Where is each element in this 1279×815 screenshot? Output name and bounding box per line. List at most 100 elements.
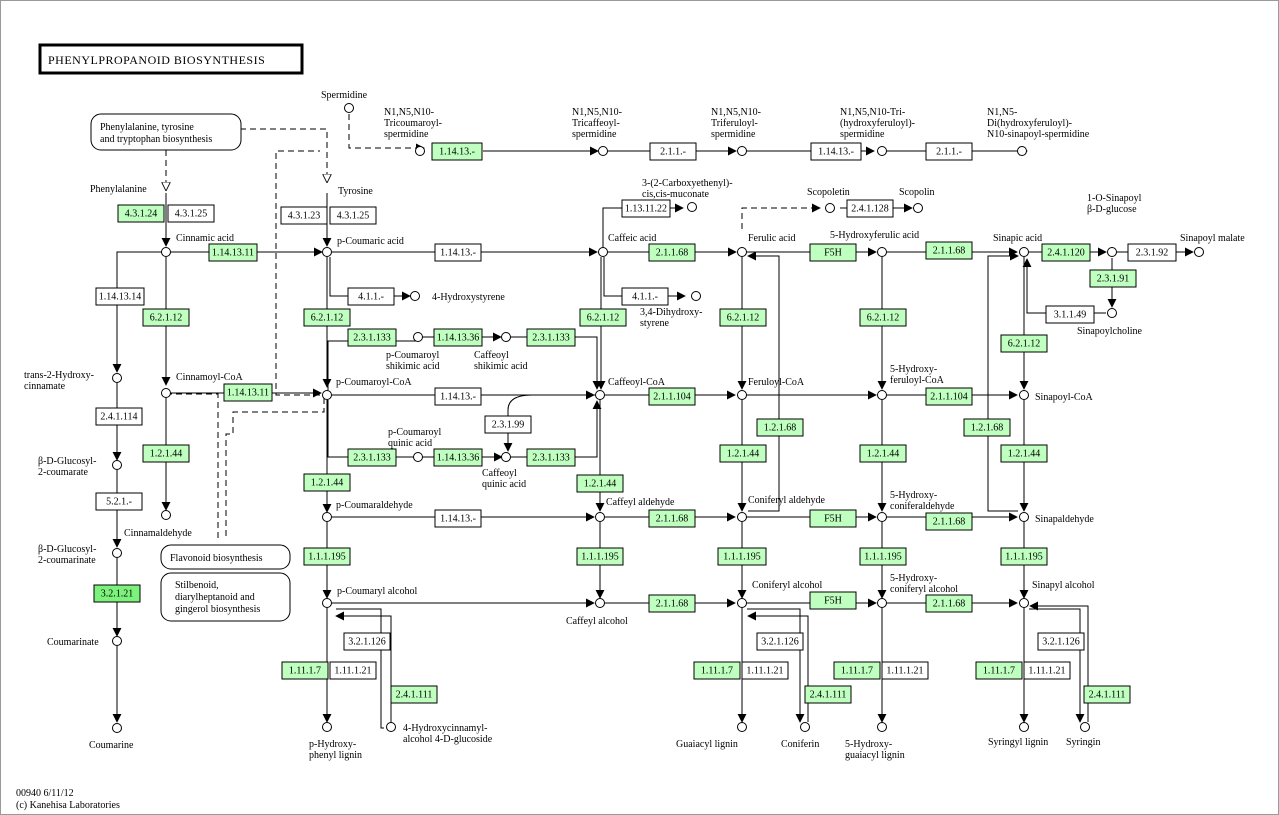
enzyme-box-e13[interactable]: 2.1.1.68 (925, 241, 973, 260)
enzyme-box-e50[interactable]: 1.14.13.- (434, 509, 482, 528)
compound-node-pca[interactable] (322, 247, 332, 257)
compound-node-caf[interactable] (598, 247, 608, 257)
enzyme-box-e02[interactable]: 4.3.1.25 (167, 204, 215, 223)
map-flav-box[interactable]: Flavonoid biosynthesis (160, 544, 291, 570)
enzyme-box-e75[interactable]: 2.4.1.111 (804, 685, 852, 704)
enzyme-box-e68[interactable]: 1.11.1.7 (693, 661, 741, 680)
compound-node-pcq[interactable] (413, 452, 423, 462)
compound-node-ccm[interactable] (687, 202, 697, 212)
compound-node-sma[interactable] (1194, 247, 1204, 257)
enzyme-box-e25[interactable]: 6.2.1.12 (579, 308, 627, 327)
compound-node-syl[interactable] (1019, 722, 1029, 732)
enzyme-box-e76[interactable]: 2.4.1.111 (1083, 685, 1131, 704)
enzyme-box-e06[interactable]: 2.1.1.- (649, 142, 697, 161)
enzyme-box-e72[interactable]: 1.11.1.7 (975, 661, 1023, 680)
enzyme-box-e10[interactable]: 1.14.13.- (434, 243, 482, 262)
compound-node-cnf[interactable] (737, 512, 747, 522)
compound-node-scp[interactable] (913, 203, 923, 213)
compound-node-snc[interactable] (1019, 390, 1029, 400)
compound-node-sct[interactable] (825, 203, 835, 213)
enzyme-box-e66[interactable]: 1.11.1.7 (281, 661, 329, 680)
enzyme-box-e40[interactable]: 2.3.1.133 (526, 448, 576, 467)
compound-node-fer[interactable] (737, 247, 747, 257)
compound-node-tfr[interactable] (737, 146, 747, 156)
compound-node-dhf[interactable] (1017, 146, 1027, 156)
enzyme-box-e15[interactable]: 2.3.1.92 (1127, 243, 1177, 262)
enzyme-box-e53[interactable]: 2.1.1.68 (925, 512, 973, 531)
compound-node-gcm[interactable] (112, 460, 122, 470)
enzyme-box-e56[interactable]: 1.1.1.195 (576, 547, 624, 566)
compound-node-tcf[interactable] (598, 146, 608, 156)
enzyme-box-e14[interactable]: 2.4.1.120 (1041, 243, 1091, 262)
compound-node-dhs[interactable] (691, 291, 701, 301)
compound-node-t2h[interactable] (112, 373, 122, 383)
enzyme-box-e58[interactable]: 1.1.1.195 (859, 547, 907, 566)
enzyme-box-e37[interactable]: 2.3.1.99 (484, 415, 532, 434)
compound-node-cnc[interactable] (161, 388, 171, 398)
enzyme-box-e70[interactable]: 1.11.1.7 (833, 661, 881, 680)
enzyme-box-e71[interactable]: 1.11.1.21 (881, 661, 929, 680)
map-phe-box[interactable]: Phenylalanine, tyrosine and tryptophan b… (90, 113, 242, 151)
compound-node-cnl[interactable] (737, 598, 747, 608)
enzyme-box-e05[interactable]: 1.14.13.- (431, 142, 483, 161)
compound-node-pcl[interactable] (322, 598, 332, 608)
compound-node-hst[interactable] (410, 291, 420, 301)
enzyme-box-e59[interactable]: 1.1.1.195 (1000, 547, 1048, 566)
compound-node-hgl[interactable] (877, 722, 887, 732)
enzyme-box-e63[interactable]: 3.2.1.126 (343, 632, 391, 651)
enzyme-box-e47[interactable]: 1.2.1.44 (859, 444, 907, 463)
enzyme-box-e07[interactable]: 1.14.13.- (810, 142, 862, 161)
enzyme-box-e44[interactable]: 1.2.1.44 (303, 473, 351, 492)
compound-node-cfl[interactable] (595, 598, 605, 608)
compound-node-hfc[interactable] (877, 390, 887, 400)
enzyme-box-e26[interactable]: 6.2.1.12 (719, 308, 767, 327)
compound-node-cin[interactable] (161, 247, 171, 257)
enzyme-box-e24[interactable]: 6.2.1.12 (303, 308, 351, 327)
enzyme-box-e64[interactable]: 3.2.1.126 (756, 632, 804, 651)
compound-node-cfc[interactable] (595, 390, 605, 400)
compound-node-hcl[interactable] (877, 598, 887, 608)
enzyme-box-e67[interactable]: 1.11.1.21 (329, 661, 377, 680)
compound-node-pcd[interactable] (322, 512, 332, 522)
enzyme-box-e01[interactable]: 4.3.1.24 (117, 204, 165, 223)
compound-node-pcs[interactable] (413, 332, 423, 342)
enzyme-box-e46[interactable]: 1.2.1.44 (719, 444, 767, 463)
enzyme-box-e11[interactable]: 2.1.1.68 (648, 243, 696, 262)
enzyme-box-e21[interactable]: 4.1.1.- (621, 287, 669, 306)
enzyme-box-e04[interactable]: 4.3.1.25 (329, 206, 377, 225)
enzyme-box-e74[interactable]: 2.4.1.111 (390, 685, 438, 704)
compound-node-hcd[interactable] (877, 512, 887, 522)
enzyme-box-e38[interactable]: 2.3.1.133 (347, 448, 397, 467)
compound-node-frc[interactable] (737, 390, 747, 400)
compound-node-cfq[interactable] (501, 452, 511, 462)
enzyme-box-e29[interactable]: 2.3.1.133 (347, 328, 397, 347)
enzyme-box-e20[interactable]: 4.1.1.- (347, 287, 395, 306)
enzyme-box-e39[interactable]: 1.14.13.36 (433, 448, 483, 467)
compound-node-cfs[interactable] (501, 332, 511, 342)
compound-node-cfd[interactable] (595, 512, 605, 522)
enzyme-box-e62[interactable]: 2.1.1.68 (925, 594, 973, 613)
enzyme-box-e73[interactable]: 1.11.1.21 (1023, 661, 1071, 680)
enzyme-box-e23[interactable]: 6.2.1.12 (142, 308, 190, 327)
enzyme-box-e35[interactable]: 2.1.1.104 (648, 387, 696, 406)
enzyme-box-e19[interactable]: 2.4.1.128 (846, 199, 894, 218)
enzyme-box-e09[interactable]: 1.14.13.11 (208, 243, 258, 262)
enzyme-box-e69[interactable]: 1.11.1.21 (741, 661, 789, 680)
enzyme-box-e32[interactable]: 2.4.1.114 (95, 407, 143, 426)
compound-node-tcs[interactable] (415, 146, 425, 156)
compound-node-osg[interactable] (1107, 247, 1117, 257)
enzyme-box-e33[interactable]: 1.14.13.11 (223, 383, 273, 402)
compound-node-snd[interactable] (1019, 512, 1029, 522)
compound-node-pcc[interactable] (322, 390, 332, 400)
enzyme-box-e18[interactable]: 1.13.11.22 (621, 199, 671, 218)
compound-node-cmr[interactable] (112, 723, 122, 733)
enzyme-box-e61[interactable]: F5H (809, 591, 857, 610)
enzyme-box-e16[interactable]: 2.3.1.91 (1089, 269, 1137, 288)
compound-node-snl[interactable] (1019, 598, 1029, 608)
compound-node-gcn[interactable] (112, 548, 122, 558)
compound-node-sin[interactable] (1019, 247, 1029, 257)
enzyme-box-e43[interactable]: 1.2.1.44 (142, 444, 190, 463)
enzyme-box-e60[interactable]: 2.1.1.68 (648, 594, 696, 613)
compound-node-phl[interactable] (322, 722, 332, 732)
enzyme-box-e08[interactable]: 2.1.1.- (925, 142, 973, 161)
